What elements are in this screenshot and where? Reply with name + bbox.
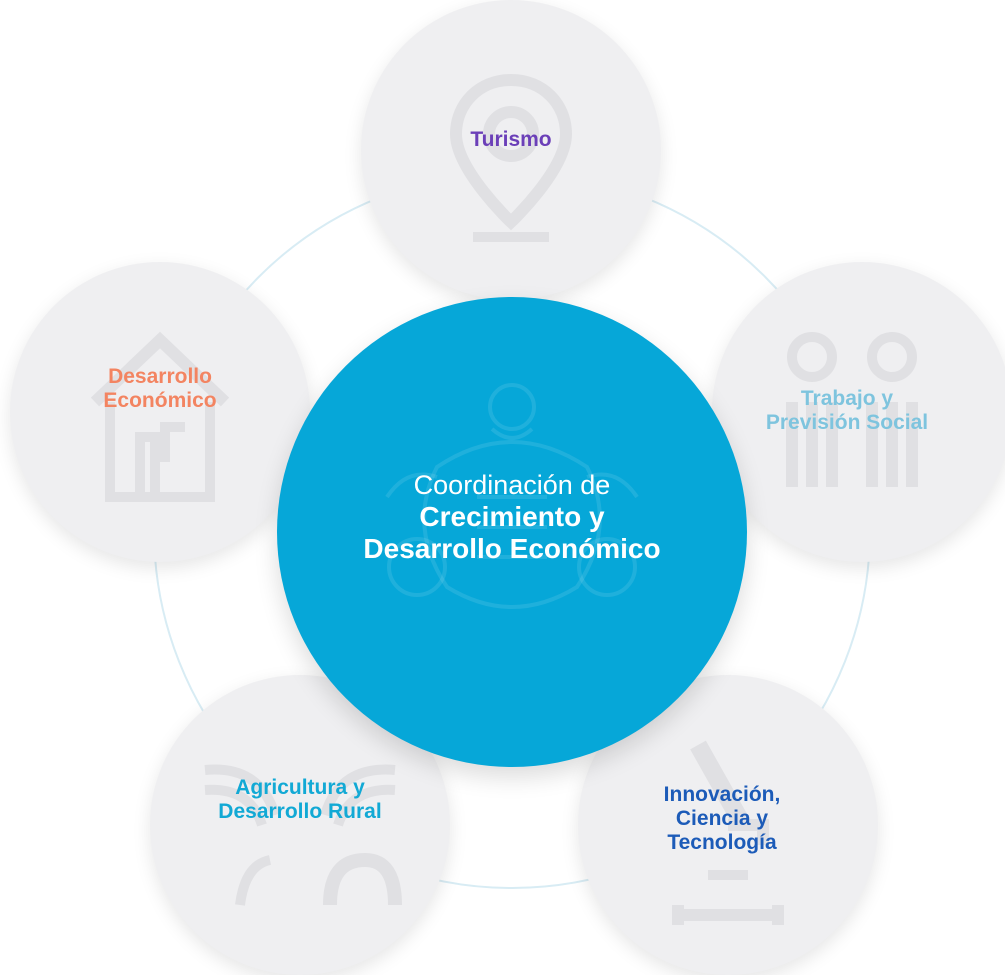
node-label: Innovación, Ciencia y Tecnología — [664, 783, 781, 855]
label-line: Trabajo y — [800, 387, 894, 410]
label-line: Económico — [103, 389, 217, 412]
center-title-line: Coordinación de — [413, 470, 611, 500]
emblem-watermark-icon — [385, 383, 639, 609]
label-line: Ciencia y — [675, 807, 769, 830]
node-label: Desarrollo Económico — [103, 365, 216, 413]
people-icon — [786, 332, 918, 487]
house-arrow-icon — [90, 331, 230, 502]
label-line: Innovación, — [663, 783, 781, 806]
center-circle: Coordinación de Crecimiento y Desarrollo… — [277, 297, 747, 767]
center-title-line: Crecimiento y — [419, 501, 605, 532]
label-line: Tecnología — [667, 831, 777, 854]
node-label: Agricultura y Desarrollo Rural — [218, 776, 381, 824]
label-line: Previsión Social — [765, 411, 929, 434]
node-trabajo: Trabajo y Previsión Social — [712, 262, 1005, 562]
node-label: Turismo — [470, 128, 551, 152]
label-line: Agricultura y — [235, 776, 365, 799]
node-turismo: Turismo — [361, 0, 661, 300]
center-title-line: Desarrollo Económico — [363, 533, 661, 564]
label-line: Turismo — [470, 128, 552, 151]
map-pin-icon — [449, 73, 573, 242]
center-title: Coordinación de Crecimiento y Desarrollo… — [363, 469, 660, 565]
label-line: Desarrollo Rural — [218, 800, 382, 823]
node-desarrollo: Desarrollo Económico — [10, 262, 310, 562]
node-label: Trabajo y Previsión Social — [766, 387, 928, 435]
microscope-icon — [672, 740, 784, 925]
label-line: Desarrollo — [108, 365, 212, 388]
field-rows-icon — [204, 764, 402, 906]
